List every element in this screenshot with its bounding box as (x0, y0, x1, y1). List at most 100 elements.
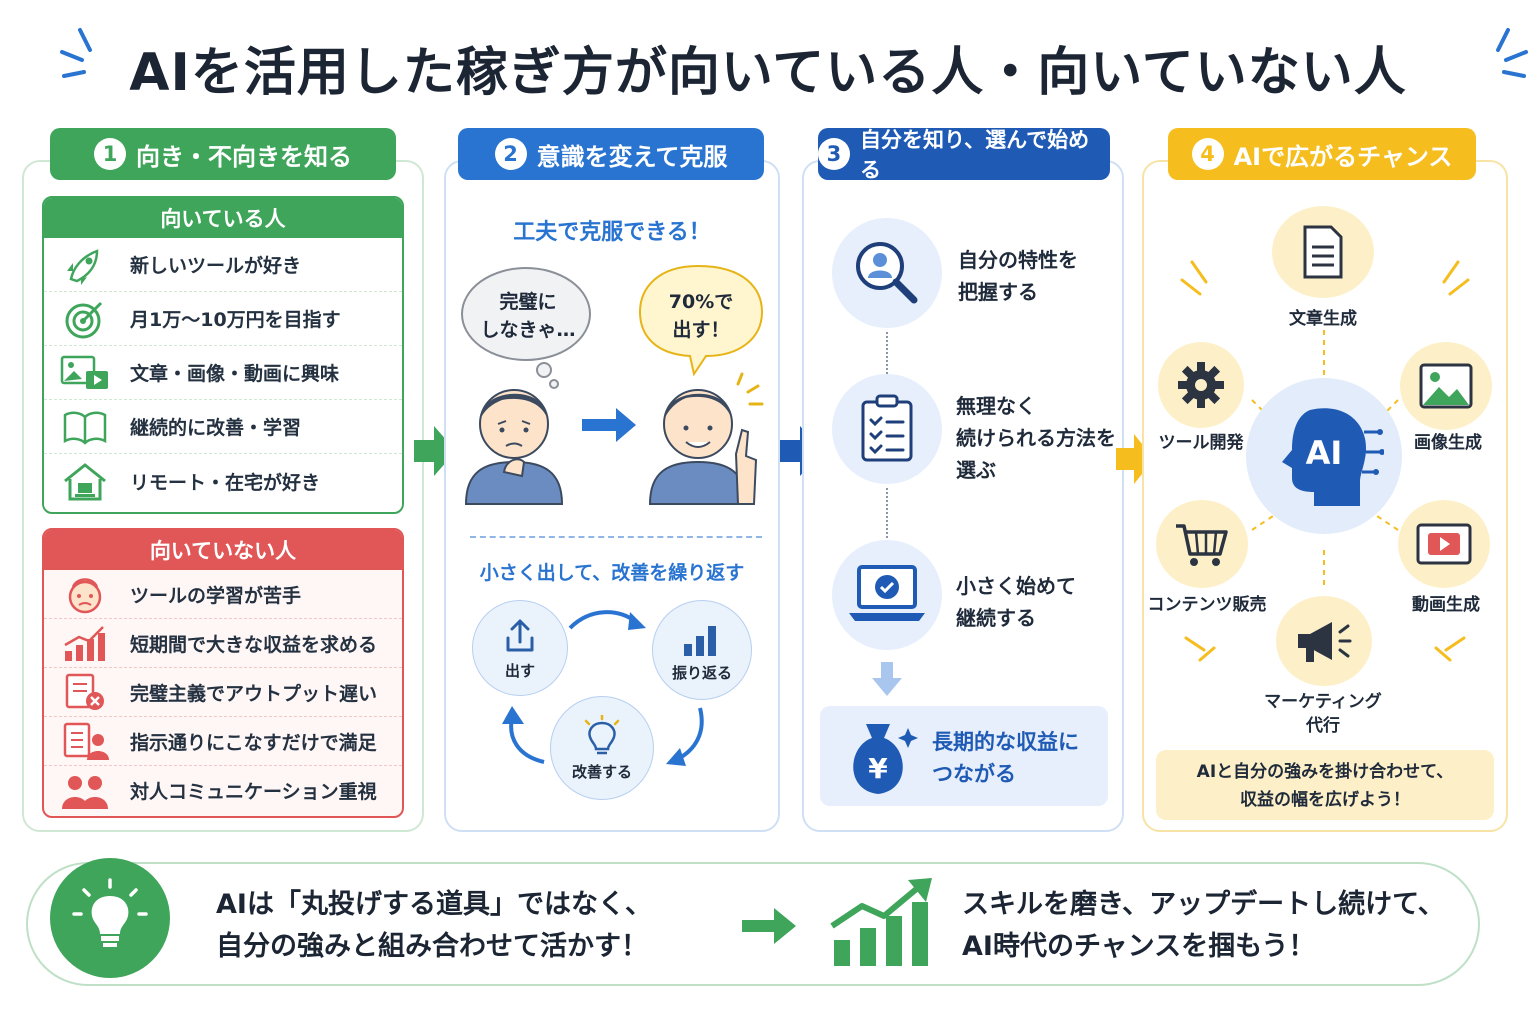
chance-label: コンテンツ販売 (1147, 595, 1267, 615)
arrow-right-icon (742, 908, 796, 944)
arrow-right-icon (1116, 434, 1154, 484)
result-line: つながる (932, 762, 1016, 786)
checklist-person-icon (60, 720, 110, 762)
list-item: 対人コミュニケーション重視 (44, 766, 402, 815)
growth-chart-icon (830, 878, 932, 966)
cycle-arrow-icon (502, 706, 545, 764)
connector (886, 332, 888, 374)
home-laptop-icon (60, 460, 110, 502)
upload-icon (506, 619, 534, 651)
speech-bubble-icon (638, 264, 764, 377)
unsuited-list: ツールの学習が苦手短期間で大きな収益を求める完璧主義でアウトプット遅い指示通りに… (44, 570, 402, 815)
step-number: 3 (818, 138, 850, 170)
list-item: リモート・在宅が好き (44, 454, 402, 508)
step-line: 把握する (958, 280, 1038, 304)
chance-label: 動画生成 (1412, 595, 1480, 615)
worried-person-icon (464, 389, 564, 505)
panel3-header: 3 自分を知り、選んで始める (818, 128, 1110, 182)
cycle-label: 振り返る (671, 663, 732, 682)
panel3-heading: 自分を知り、選んで始める (859, 128, 1090, 182)
spark-right-icon (1496, 28, 1528, 78)
panel1-header: 1 向き・不向きを知る (50, 128, 396, 180)
chance-content-sales (1156, 500, 1248, 588)
cycle-title: 小さく出して、改善を繰り返す (479, 562, 745, 584)
list-item-label: 文章・画像・動画に興味 (130, 363, 340, 385)
list-item: 完璧主義でアウトプット遅い (44, 668, 402, 717)
list-item: ツールの学習が苦手 (44, 570, 402, 619)
image-icon (1419, 363, 1473, 409)
cycle-step-review: 振り返る (652, 600, 752, 700)
cycle-label: 改善する (571, 762, 632, 781)
target-icon (60, 298, 110, 340)
chance-note: AIと自分の強みを掛け合わせて、 収益の幅を広げよう！ (1156, 750, 1494, 820)
divider (470, 536, 762, 538)
suited-box: 向いている人 新しいツールが好き月1万〜10万円を目指す文章・画像・動画に興味継… (42, 196, 404, 514)
list-item-label: 月1万〜10万円を目指す (130, 309, 341, 331)
list-item: 新しいツールが好き (44, 238, 402, 292)
message-line: スキルを磨き、アップデートし続けて、 (962, 889, 1445, 920)
people-icon (60, 770, 110, 812)
step-select-method (832, 374, 942, 484)
unsuited-heading: 向いていない人 (44, 530, 402, 570)
clipboard-check-icon (861, 394, 913, 462)
list-item: 文章・画像・動画に興味 (44, 346, 402, 400)
bubble-right-line: 出す！ (672, 319, 730, 341)
step-text: 無理なく 続けられる方法を 選ぶ (956, 390, 1116, 486)
connector (886, 488, 888, 538)
ai-label: AI (1306, 434, 1343, 472)
search-person-icon (856, 242, 918, 304)
cycle-arrow-icon (568, 610, 646, 630)
ai-center: AI (1246, 378, 1402, 534)
chance-tool-development (1158, 342, 1244, 428)
step-text: 小さく始めて 継続する (956, 570, 1076, 634)
bottom-right-message: スキルを磨き、アップデートし続けて、 AI時代のチャンスを掴もう！ (962, 884, 1445, 968)
result-line: 長期的な収益に (932, 730, 1079, 754)
document-icon (1303, 225, 1343, 279)
spark-left-icon (60, 28, 92, 78)
chance-image-generation (1400, 342, 1492, 430)
ai-head-icon: AI (1282, 408, 1384, 506)
cycle-label: 出す (504, 661, 535, 680)
chance-label: マーケティング 代行 (1264, 692, 1382, 736)
book-icon (60, 406, 110, 448)
step-text: 自分の特性を 把握する (958, 244, 1078, 308)
video-play-icon (1416, 523, 1472, 565)
overcome-subtitle: 工夫で克服できる！ (513, 220, 711, 245)
suited-heading: 向いている人 (44, 198, 402, 238)
list-item: 指示通りにこなすだけで満足 (44, 717, 402, 766)
note-line: AIと自分の強みを掛け合わせて、 (1196, 762, 1454, 782)
message-line: AI時代のチャンスを掴もう！ (962, 931, 1316, 962)
note-line: 収益の幅を広げよう！ (1240, 790, 1410, 810)
panel1-heading: 向き・不向きを知る (136, 142, 352, 171)
lightbulb-icon (72, 878, 148, 947)
list-item: 月1万〜10万円を目指す (44, 292, 402, 346)
result-text: 長期的な収益に つながる (932, 726, 1079, 790)
bottom-left-message: AIは「丸投げする道具」ではなく、 自分の強みと組み合わせて活かす！ (216, 884, 652, 968)
shopping-cart-icon (1176, 524, 1228, 566)
step-line: 選ぶ (956, 458, 996, 482)
checklist-x-icon (60, 671, 110, 713)
step-number: 2 (494, 138, 527, 170)
unsuited-box: 向いていない人 ツールの学習が苦手短期間で大きな収益を求める完璧主義でアウトプッ… (42, 528, 404, 818)
message-line: 自分の強みと組み合わせて活かす！ (216, 931, 648, 962)
list-item-label: 指示通りにこなすだけで満足 (130, 731, 377, 754)
bulb-badge (50, 858, 170, 978)
arrow-right-icon (582, 408, 636, 442)
step-line: 無理なく (956, 394, 1036, 418)
arrow-down-icon (872, 662, 902, 696)
cycle-arrow-icon (666, 707, 704, 766)
megaphone-icon (1298, 622, 1352, 662)
laptop-check-icon (849, 565, 925, 621)
money-bag-icon: ¥ (853, 724, 918, 794)
message-line: AIは「丸投げする道具」ではなく、 (216, 889, 652, 920)
growth-chart-icon (60, 622, 110, 664)
step-line: 自分の特性を (958, 248, 1078, 272)
chance-label: ツール開発 (1158, 433, 1244, 453)
list-item: 短期間で大きな収益を求める (44, 619, 402, 668)
list-item-label: 新しいツールが好き (130, 255, 302, 277)
step-start-small (832, 540, 942, 650)
step-number: 4 (1191, 138, 1224, 170)
list-item-label: 完璧主義でアウトプット遅い (130, 682, 378, 705)
step-line: 小さく始めて (956, 574, 1076, 598)
list-item-label: 短期間で大きな収益を求める (130, 633, 378, 656)
